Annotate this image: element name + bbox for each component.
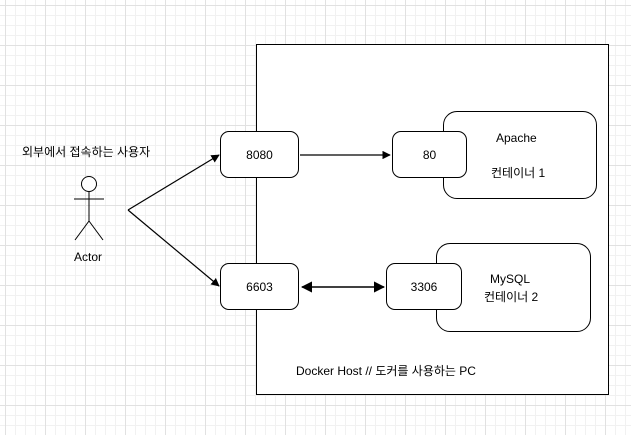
mysql-container-name: MySQL (490, 272, 531, 286)
host-port-6603-label: 6603 (246, 279, 273, 294)
apache-container-label: 컨테이너 1 (491, 166, 546, 180)
container-port-80-label: 80 (422, 147, 437, 162)
edge-actor-to-8080 (127, 154, 220, 211)
docker-host-box (256, 44, 609, 395)
mysql-container-label: 컨테이너 2 (484, 290, 539, 304)
edge-actor-to-6603 (127, 209, 220, 287)
actor-icon (74, 176, 104, 241)
actor-label: Actor (74, 250, 103, 264)
host-port-8080: 8080 (220, 131, 299, 178)
apache-container-name: Apache (496, 131, 537, 145)
container-port-3306: 3306 (386, 263, 462, 310)
apache-container-box (443, 111, 597, 199)
host-port-6603: 6603 (220, 263, 299, 310)
host-port-8080-label: 8080 (246, 147, 273, 162)
container-port-3306-label: 3306 (410, 279, 438, 294)
external-user-caption: 외부에서 접속하는 사용자 (22, 145, 151, 159)
docker-host-label: Docker Host // 도커를 사용하는 PC (296, 364, 476, 378)
container-port-80: 80 (392, 131, 467, 178)
